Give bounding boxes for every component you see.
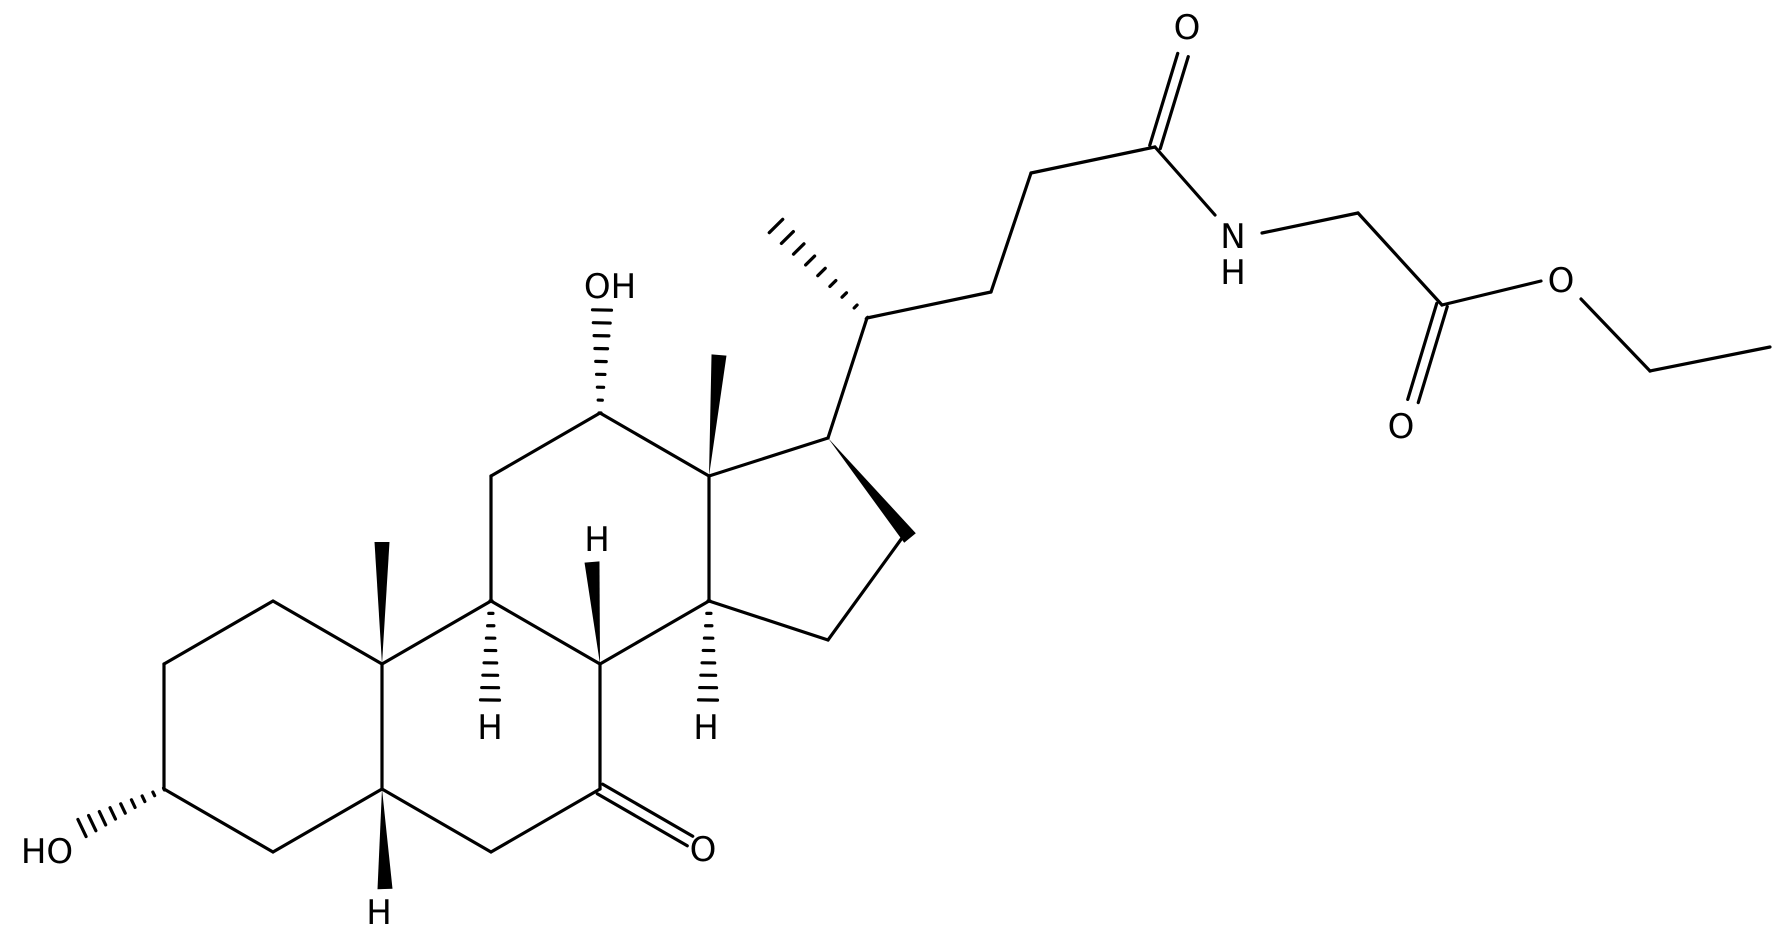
hashed-oh-c3 <box>89 816 96 831</box>
hydrogen-label-c9: H <box>477 708 503 748</box>
hashed-methyl-c20 <box>854 305 857 308</box>
hashed-oh-c3 <box>142 796 145 802</box>
hashed-oh-c3 <box>153 792 155 796</box>
bond-c20-c22 <box>867 292 991 318</box>
hydrogen-label-c14: H <box>693 708 719 748</box>
amide-hydrogen-label: H <box>1220 253 1246 293</box>
wedge-methyl-c10 <box>375 542 390 664</box>
double-bond-amide <box>1150 53 1178 145</box>
bond-c12-c13 <box>600 413 709 476</box>
double-bond-ketone <box>603 784 693 836</box>
hydroxyl-label-left: HO <box>21 832 73 872</box>
bond-c17-c20 <box>828 318 867 438</box>
wedge-h-c5 <box>378 789 393 889</box>
hydroxyl-label-top: OH <box>584 267 636 307</box>
hashed-oh-c3 <box>121 804 126 813</box>
bond-cc-o <box>1442 281 1541 305</box>
double-bond-amide <box>1160 57 1188 149</box>
hashed-methyl-c20 <box>781 232 793 244</box>
bond-c4-c5 <box>273 789 382 852</box>
hydrogen-label-c5: H <box>366 893 392 933</box>
bond-c6-c7 <box>491 789 600 852</box>
hashed-methyl-c20 <box>842 293 846 297</box>
hashed-oh-c3 <box>110 808 115 819</box>
amide-oxygen-label: O <box>1174 8 1201 48</box>
bond-c14-c15 <box>709 601 828 640</box>
hashed-methyl-c20 <box>769 219 783 232</box>
hashed-methyl-c20 <box>806 256 815 265</box>
bond-ca-cc <box>1358 213 1442 305</box>
bond-c1-c2 <box>164 601 273 664</box>
bond-n-ca <box>1262 213 1358 233</box>
bond-c8-c9 <box>491 601 600 664</box>
hashed-methyl-c20 <box>818 268 825 275</box>
ester-oxygen-label: O <box>1548 261 1575 301</box>
bond-c2-c10 <box>273 601 382 664</box>
bond-c15-c16 <box>828 538 902 640</box>
bond-c14-c8 <box>600 601 709 664</box>
bond-c23-c24 <box>1031 147 1155 173</box>
bonds-group <box>78 53 1770 889</box>
hashed-oh-c3 <box>131 800 135 808</box>
amide-nitrogen-label: N <box>1220 217 1245 257</box>
bond-c5-c6 <box>382 789 491 852</box>
hashed-methyl-c20 <box>830 281 836 287</box>
ester-carbonyl-oxygen-label: O <box>1388 407 1415 447</box>
bond-c3-c4 <box>164 789 273 852</box>
bond-c22-c23 <box>991 173 1031 292</box>
bond-c13-c17 <box>709 438 828 476</box>
wedge-c17-c16 <box>828 438 916 543</box>
labels-group: OH HO O O N H O O H H H H <box>21 8 1575 933</box>
hashed-methyl-c20 <box>794 244 804 254</box>
wedge-methyl-c13 <box>709 354 726 476</box>
bond-ch2-ch3 <box>1650 347 1770 371</box>
hashed-oh-c3 <box>99 812 105 825</box>
bond-c10-c9 <box>382 601 491 664</box>
hydrogen-label-c8: H <box>584 520 610 560</box>
bond-c11-c12 <box>491 413 600 476</box>
bond-c24-n <box>1155 147 1215 215</box>
ketone-oxygen-label: O <box>690 830 717 870</box>
wedge-h-c8 <box>585 561 600 664</box>
double-bond-ketone <box>597 794 687 846</box>
hashed-oh-c3 <box>78 819 86 836</box>
hashed-methyl-c20 <box>866 317 867 318</box>
hashed-oh-c3 <box>164 788 165 790</box>
bond-o-ch2 <box>1581 299 1650 371</box>
